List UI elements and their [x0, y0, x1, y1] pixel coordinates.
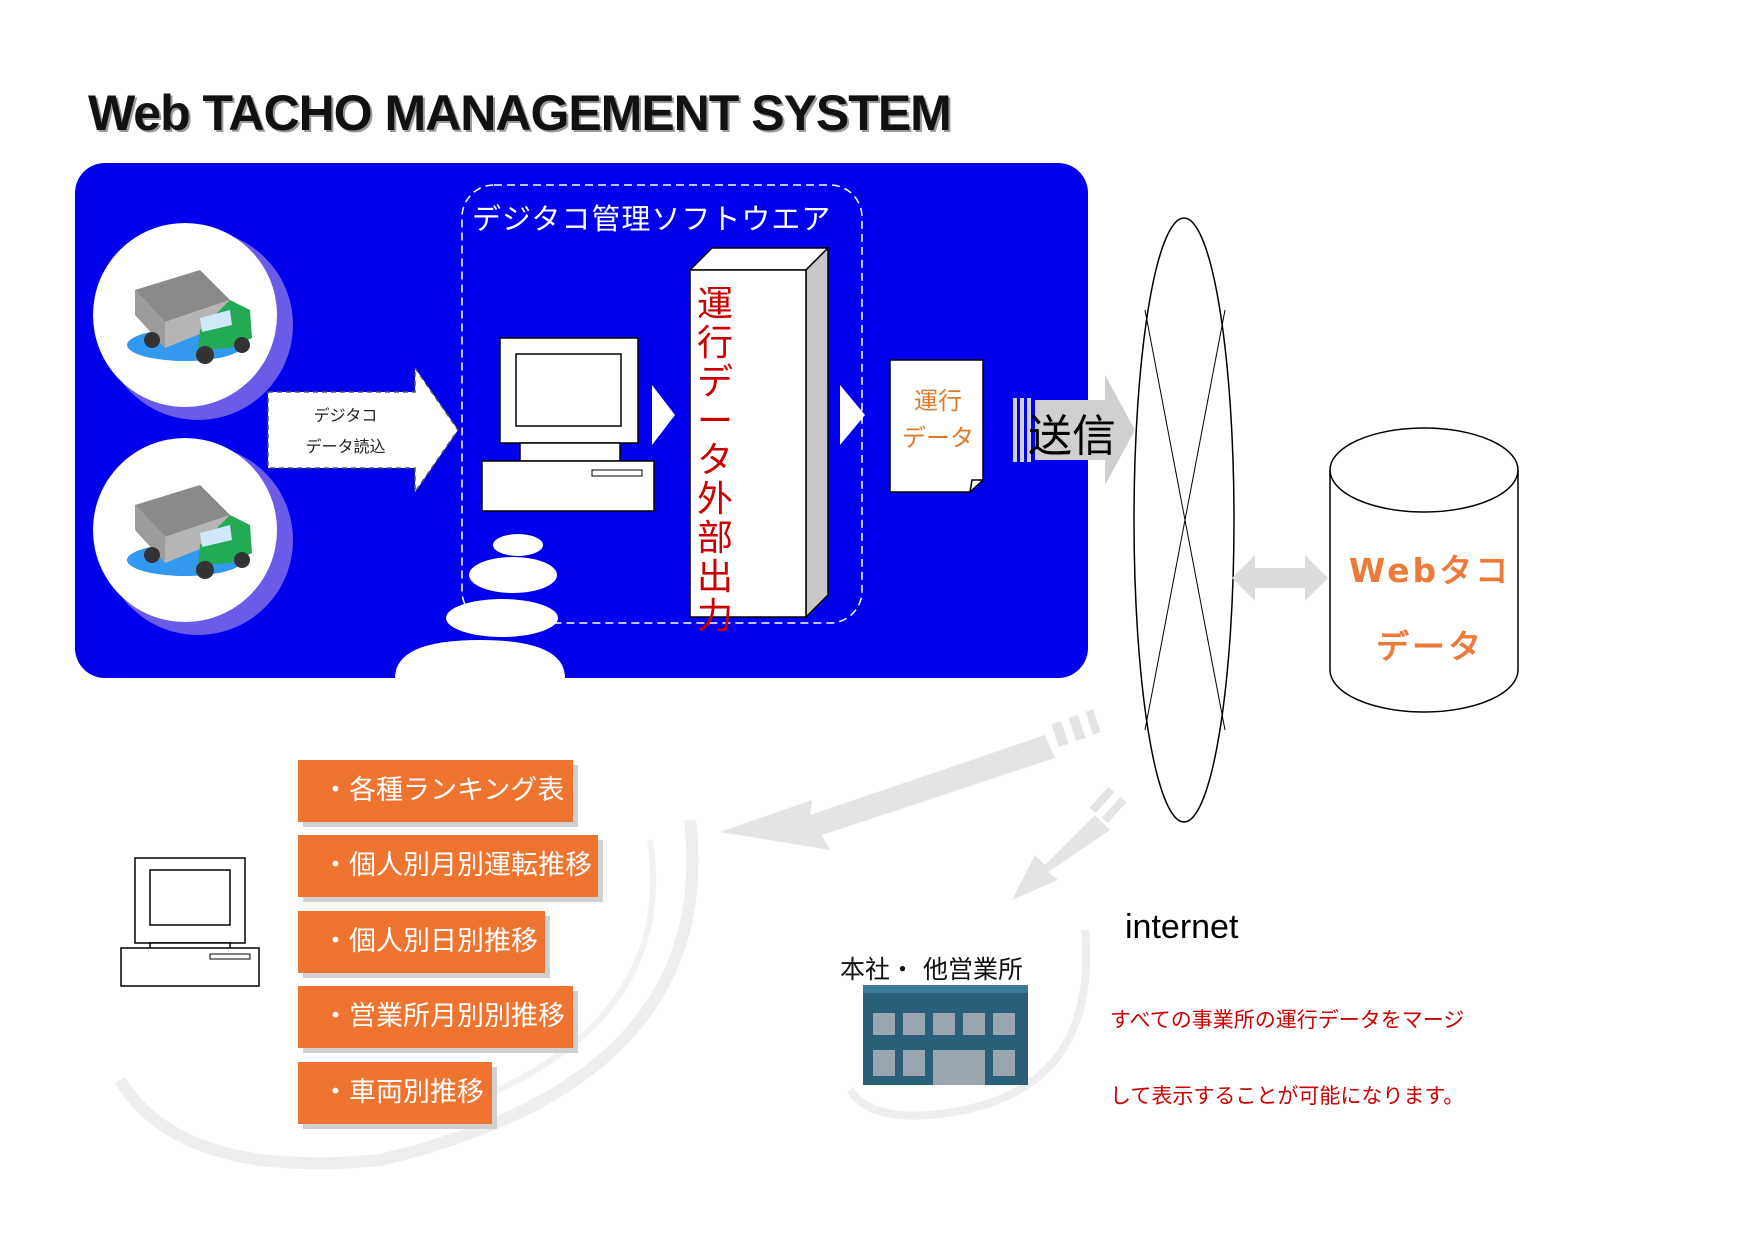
flow-arrow: [840, 385, 865, 445]
internet-ellipse-icon: [1133, 217, 1235, 823]
merge-note: すべての事業所の運行データをマージ して表示することが可能になります。: [1110, 982, 1580, 1134]
send-arrow: [1013, 375, 1135, 485]
report-swirl: [114, 819, 699, 1170]
database-icon: [1329, 427, 1519, 713]
page-title: Web TACHO MANAGEMENT SYSTEM: [88, 85, 952, 141]
internet-label: internet: [1125, 908, 1239, 946]
office-label: 本社・ 他営業所: [840, 955, 1023, 984]
truck-icon: [93, 438, 293, 635]
report-item: ・各種ランキング表: [298, 760, 573, 822]
doc-label-line2: データ: [902, 424, 974, 452]
read-label-line1: デジタコ: [313, 406, 378, 425]
flow-arrow: [652, 385, 675, 445]
read-arrow-label: デジタコ データ読込: [268, 400, 423, 462]
doc-label-line1: 運行: [914, 387, 962, 415]
export-label: 運行データ外部出力: [696, 284, 733, 637]
sync-arrow: [1232, 555, 1328, 601]
db-label-line2: データ: [1376, 627, 1484, 666]
computer-icon: [120, 857, 260, 987]
computer-icon: [481, 337, 655, 512]
db-label-line1: Webタコ: [1348, 551, 1512, 590]
building-icon: [863, 985, 1028, 1085]
report-item: ・個人別月別運転推移: [298, 835, 598, 897]
document-icon: [889, 359, 984, 493]
download-arrow: [1012, 786, 1127, 900]
report-item: ・営業所月別別推移: [298, 986, 573, 1048]
export-box: [688, 246, 830, 619]
database-label: Webタコ データ: [1330, 533, 1530, 685]
report-item: ・個人別日別推移: [298, 911, 545, 973]
merge-note-line1: すべての事業所の運行データをマージ: [1110, 1008, 1465, 1032]
report-item: ・車両別推移: [298, 1062, 492, 1124]
read-label-line2: データ読込: [305, 437, 386, 456]
read-arrow: [267, 365, 459, 495]
send-label: 送信: [1028, 411, 1116, 462]
document-label: 運行 データ: [888, 383, 988, 457]
software-label: デジタコ管理ソフトウエア: [472, 202, 832, 236]
software-frame: [461, 184, 863, 624]
merge-note-line2: して表示することが可能になります。: [1110, 1084, 1465, 1108]
truck-icon: [93, 223, 293, 420]
download-arrow: [720, 709, 1101, 850]
